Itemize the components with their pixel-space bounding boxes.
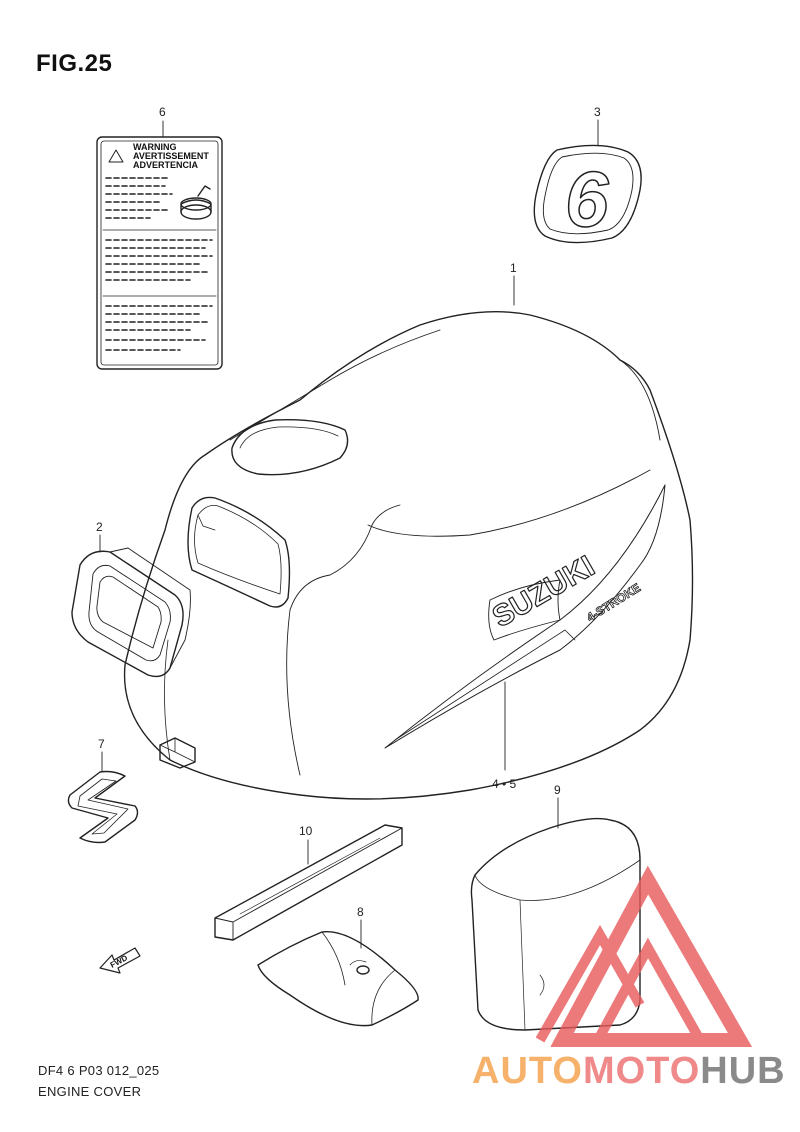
callout-7: 7	[98, 737, 105, 751]
callout-8: 8	[357, 905, 364, 919]
callout-2: 2	[96, 520, 103, 534]
brand-decal[interactable]: SUZUKI 4-STROKE	[384, 484, 666, 749]
callout-6: 6	[159, 105, 166, 119]
callout-10: 10	[299, 824, 313, 838]
model-text: 4-STROKE	[584, 581, 643, 625]
engine-cover[interactable]	[123, 310, 694, 800]
parts-bag[interactable]	[257, 930, 419, 1027]
suzuki-emblem[interactable]	[67, 770, 139, 844]
watermark-logo	[535, 865, 753, 1047]
callout-3: 3	[594, 105, 601, 119]
watermark-part-hub: HUB	[700, 1050, 786, 1092]
leader-lines	[99, 119, 599, 949]
callout-1: 1	[510, 261, 517, 275]
window-seal[interactable]	[71, 547, 191, 678]
warning-line-1: WARNING	[133, 142, 177, 152]
watermark-text: AUTOMOTOHUB	[472, 1050, 786, 1093]
model-number-decal[interactable]: 6	[533, 144, 642, 244]
diagram-name: ENGINE COVER	[38, 1084, 142, 1099]
warning-line-2: AVERTISSEMENT	[133, 151, 209, 161]
diagram-code: DF4 6 P03 012_025	[38, 1063, 160, 1078]
warning-label[interactable]	[96, 136, 223, 370]
cover-bag[interactable]	[470, 817, 641, 1031]
callout-4-5: 4 • 5	[492, 777, 517, 791]
callout-9: 9	[554, 783, 561, 797]
warning-line-3: ADVERTENCIA	[133, 160, 199, 170]
brand-text: SUZUKI	[487, 550, 600, 634]
foam-strip[interactable]	[214, 824, 403, 941]
watermark-part-auto: AUTO	[472, 1050, 583, 1092]
decal-digit: 6	[565, 155, 609, 243]
figure-title: FIG.25	[36, 50, 113, 77]
fwd-arrow-icon: FWD	[99, 947, 141, 974]
watermark-part-moto: MOTO	[582, 1050, 701, 1092]
